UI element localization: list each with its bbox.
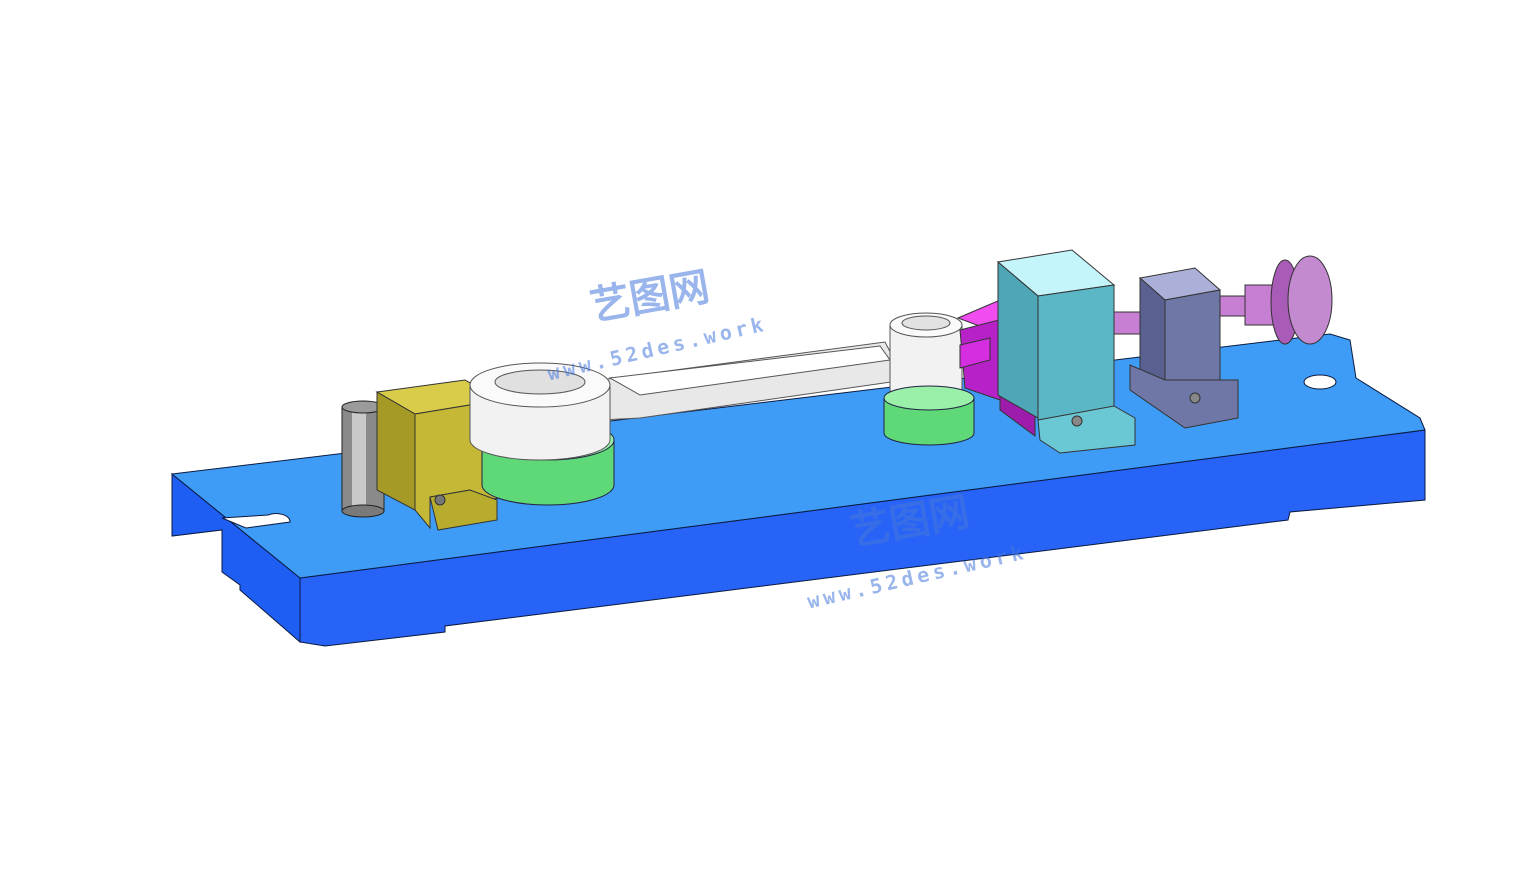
support-block [996, 249, 1136, 454]
guide-bracket [1129, 267, 1239, 429]
base-plate-front-face [299, 429, 1426, 647]
small-end-green-ring [883, 385, 975, 446]
slot-left [221, 513, 291, 529]
slot-right [1303, 374, 1337, 390]
screw-icon [434, 494, 446, 506]
connecting-rod [469, 312, 963, 461]
screw-icon [1189, 392, 1201, 404]
knob [1244, 255, 1333, 345]
screw-icon [1071, 415, 1083, 427]
